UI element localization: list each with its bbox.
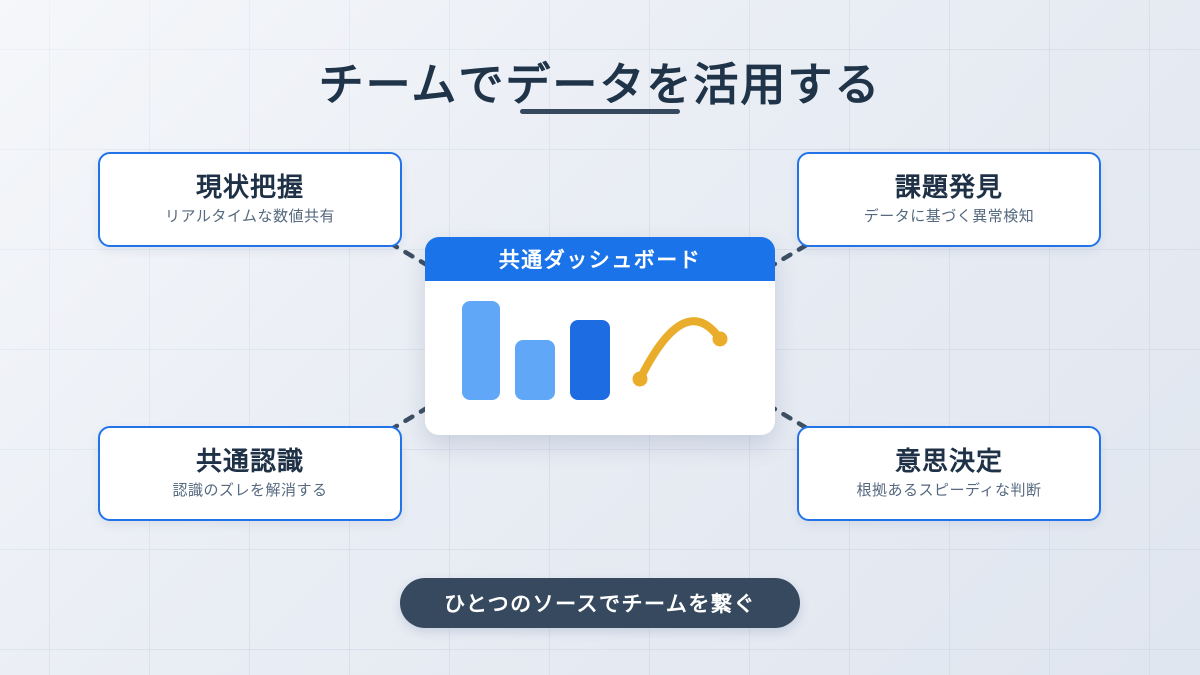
node-subtitle: データに基づく異常検知 xyxy=(863,208,1035,226)
node-subtitle: 認識のズレを解消する xyxy=(172,482,328,500)
dashboard-illustration xyxy=(462,301,728,400)
node-subtitle: 根拠あるスピーディな判断 xyxy=(856,482,1042,500)
node-title: 課題発見 xyxy=(894,171,1003,202)
connector-bottom-right xyxy=(765,402,813,433)
footer-tagline-pill: ひとつのソースでチームを繋ぐ xyxy=(400,578,800,628)
page-title: チームでデータを活用する xyxy=(318,59,882,110)
node-title: 共通認識 xyxy=(195,445,304,476)
node-subtitle: リアルタイムな数値共有 xyxy=(164,208,336,226)
trend-curve-icon xyxy=(632,317,728,387)
node-decision-making: 意思決定 根拠あるスピーディな判断 xyxy=(797,426,1101,521)
node-title: 現状把握 xyxy=(195,171,304,202)
connector-top-right xyxy=(765,240,813,271)
node-current-status: 現状把握 リアルタイムな数値共有 xyxy=(98,152,402,247)
title-underline xyxy=(520,109,680,114)
node-issue-discovery: 課題発見 データに基づく異常検知 xyxy=(797,152,1101,247)
dashboard-card-header: 共通ダッシュボード xyxy=(425,237,775,281)
shared-dashboard-card: 共通ダッシュボード xyxy=(425,237,775,435)
node-shared-understanding: 共通認識 認識のズレを解消する xyxy=(98,426,402,521)
bar-chart-icon xyxy=(462,301,610,400)
node-title: 意思決定 xyxy=(894,445,1003,476)
